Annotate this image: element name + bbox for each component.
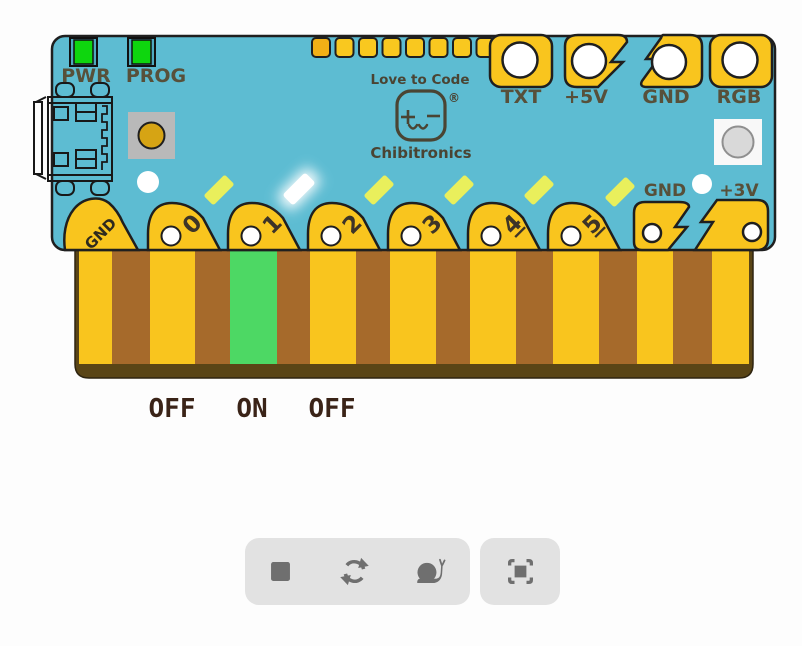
- fullscreen-icon: [507, 558, 533, 585]
- pad-hole: [741, 221, 763, 243]
- usb-detail: [35, 96, 47, 103]
- prog-led: [127, 37, 156, 67]
- usb-detail: [101, 105, 108, 170]
- left-white-dot: [137, 171, 159, 193]
- stop-button[interactable]: [263, 554, 298, 589]
- pin-pad-1[interactable]: 1: [226, 201, 303, 252]
- tooth-gnd-left: [79, 250, 112, 364]
- logo-tagline: Love to Code: [371, 72, 470, 88]
- pin-led-0-off: [204, 175, 234, 205]
- pad-hole: [650, 43, 688, 81]
- stop-icon: [271, 562, 291, 581]
- pad-hole: [320, 225, 342, 247]
- registered-mark: ®: [448, 91, 460, 105]
- restart-button[interactable]: [335, 552, 374, 591]
- pwr-label: PWR: [61, 65, 111, 87]
- snail-icon: [416, 558, 446, 584]
- tooth-pin2: [310, 250, 356, 364]
- pin-pad-4[interactable]: 4: [466, 201, 543, 252]
- usb-bracket: [33, 101, 43, 175]
- pwr-led: [69, 37, 98, 67]
- tooth-pin0: [150, 250, 195, 364]
- pin2-state: OFF: [308, 394, 356, 424]
- logo-brand: Chibitronics: [370, 144, 471, 162]
- gnd-top-label: GND: [642, 86, 689, 108]
- pad-hole: [721, 41, 759, 79]
- usb-detail: [53, 152, 69, 167]
- pad-hole: [570, 42, 608, 80]
- tooth-pin1-on: [230, 250, 277, 364]
- tooth-pin3: [390, 250, 436, 364]
- pin-pad-5[interactable]: 5: [546, 201, 623, 252]
- fullscreen-toolbar: [480, 538, 560, 605]
- pin-5-underline: [594, 226, 606, 238]
- pad-hole: [641, 222, 663, 244]
- tooth-pin5: [553, 250, 599, 364]
- pin-4-underline: [514, 226, 526, 238]
- bottom-power-pads: [632, 198, 770, 252]
- pin-led-4-off: [524, 175, 554, 205]
- slow-mode-button[interactable]: [411, 553, 452, 590]
- pad-hole: [501, 41, 539, 79]
- pad-hole: [240, 225, 262, 247]
- pin-leds: [204, 167, 635, 211]
- logo-face: [395, 89, 447, 142]
- top-pads: [488, 33, 774, 89]
- solder-square: [334, 37, 355, 58]
- rgb-led-module: [714, 119, 762, 165]
- rgb-label: RGB: [717, 86, 762, 108]
- solder-square: [452, 37, 472, 58]
- 5v-label: +5V: [564, 86, 608, 108]
- gnd-right-label: GND: [644, 181, 686, 201]
- pin-pad-gnd[interactable]: GND: [63, 197, 141, 253]
- restart-icon: [340, 557, 369, 586]
- prog-label: PROG: [126, 65, 186, 87]
- usb-detail: [53, 106, 69, 121]
- pad-hole: [480, 225, 502, 247]
- pad-hole: [560, 225, 582, 247]
- tooth-pin4: [470, 250, 516, 364]
- solder-square: [405, 37, 425, 58]
- txt-label: TXT: [501, 86, 542, 108]
- pin1-state: ON: [236, 394, 268, 424]
- pad-hole: [160, 225, 182, 247]
- tooth-gnd-right: [637, 250, 673, 364]
- pin-pad-0[interactable]: 0: [146, 201, 223, 252]
- pad-hole: [400, 225, 422, 247]
- usb-body: [47, 96, 113, 182]
- solder-square: [358, 37, 378, 58]
- reset-button[interactable]: [128, 112, 175, 159]
- solder-square: [428, 37, 449, 58]
- tooth-plus3v: [712, 250, 749, 364]
- plus3v-label: +3V: [719, 181, 759, 201]
- solder-square: [381, 37, 402, 58]
- pin-led-1-on: [277, 167, 321, 211]
- right-white-dot: [692, 174, 712, 194]
- solder-square: [311, 37, 331, 58]
- pin-led-2-off: [364, 175, 394, 205]
- simulator-toolbar: [245, 538, 470, 605]
- pin-pad-2[interactable]: 2: [306, 201, 383, 252]
- usb-detail: [35, 173, 47, 180]
- pin-led-5-off: [605, 177, 635, 207]
- pin-led-3-off: [444, 175, 474, 205]
- chibi-chip-board: PWR PROG Love to Code ® Chibitronic: [33, 33, 777, 379]
- fullscreen-button[interactable]: [501, 552, 540, 591]
- usb-connector: [33, 82, 113, 196]
- edge-connector-teeth: [74, 249, 754, 379]
- pin-pads: 0 1 2 3: [146, 201, 623, 252]
- pin0-state: OFF: [148, 394, 196, 424]
